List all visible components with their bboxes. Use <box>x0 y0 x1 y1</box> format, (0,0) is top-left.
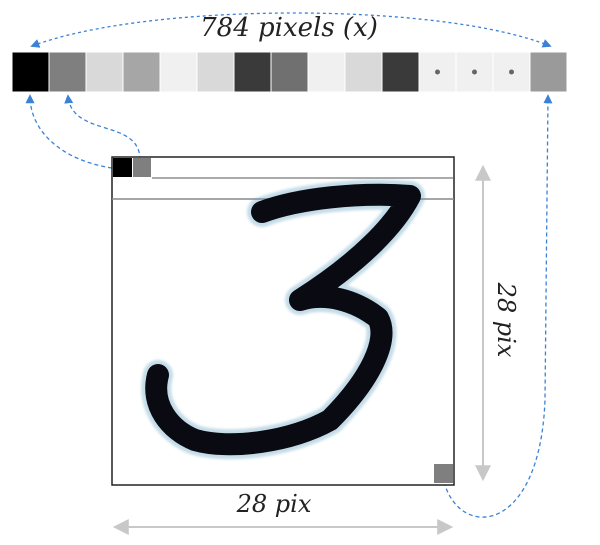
second-pixel-arrow <box>64 94 141 161</box>
pixel-cell-3 <box>122 51 161 93</box>
pixel-0-0 <box>113 158 132 177</box>
pixel-cell-2 <box>85 51 124 93</box>
flattened-pixel-vector <box>11 51 568 93</box>
pixel-cell-8 <box>307 51 346 93</box>
pixel-cell-4 <box>159 51 198 93</box>
pixel-cell-7 <box>270 51 309 93</box>
last-pixel-arrow <box>443 94 553 518</box>
width-label: 28 pix <box>236 490 312 518</box>
pixel-cell-9 <box>344 51 383 93</box>
pixel-last <box>434 464 453 483</box>
pixel-cell-0 <box>11 51 50 93</box>
ellipsis-dot <box>472 69 477 75</box>
digit-image <box>111 156 455 486</box>
first-pixel-arrow <box>25 94 113 169</box>
pixel-0-1 <box>133 158 151 177</box>
digit-three <box>141 179 425 460</box>
pixel-cell-6 <box>233 51 272 93</box>
height-label: 28 pix <box>492 282 520 358</box>
ellipsis-dot <box>509 69 514 75</box>
ellipsis-dot <box>435 69 440 75</box>
pixel-cell-10 <box>381 51 420 93</box>
pixel-cell-1 <box>48 51 87 93</box>
pixel-cell-5 <box>196 51 235 93</box>
top-span-arrow <box>30 12 552 48</box>
pixel-cell-14 <box>529 51 568 93</box>
flattened-length-label: 784 pixels (x) <box>200 13 378 43</box>
